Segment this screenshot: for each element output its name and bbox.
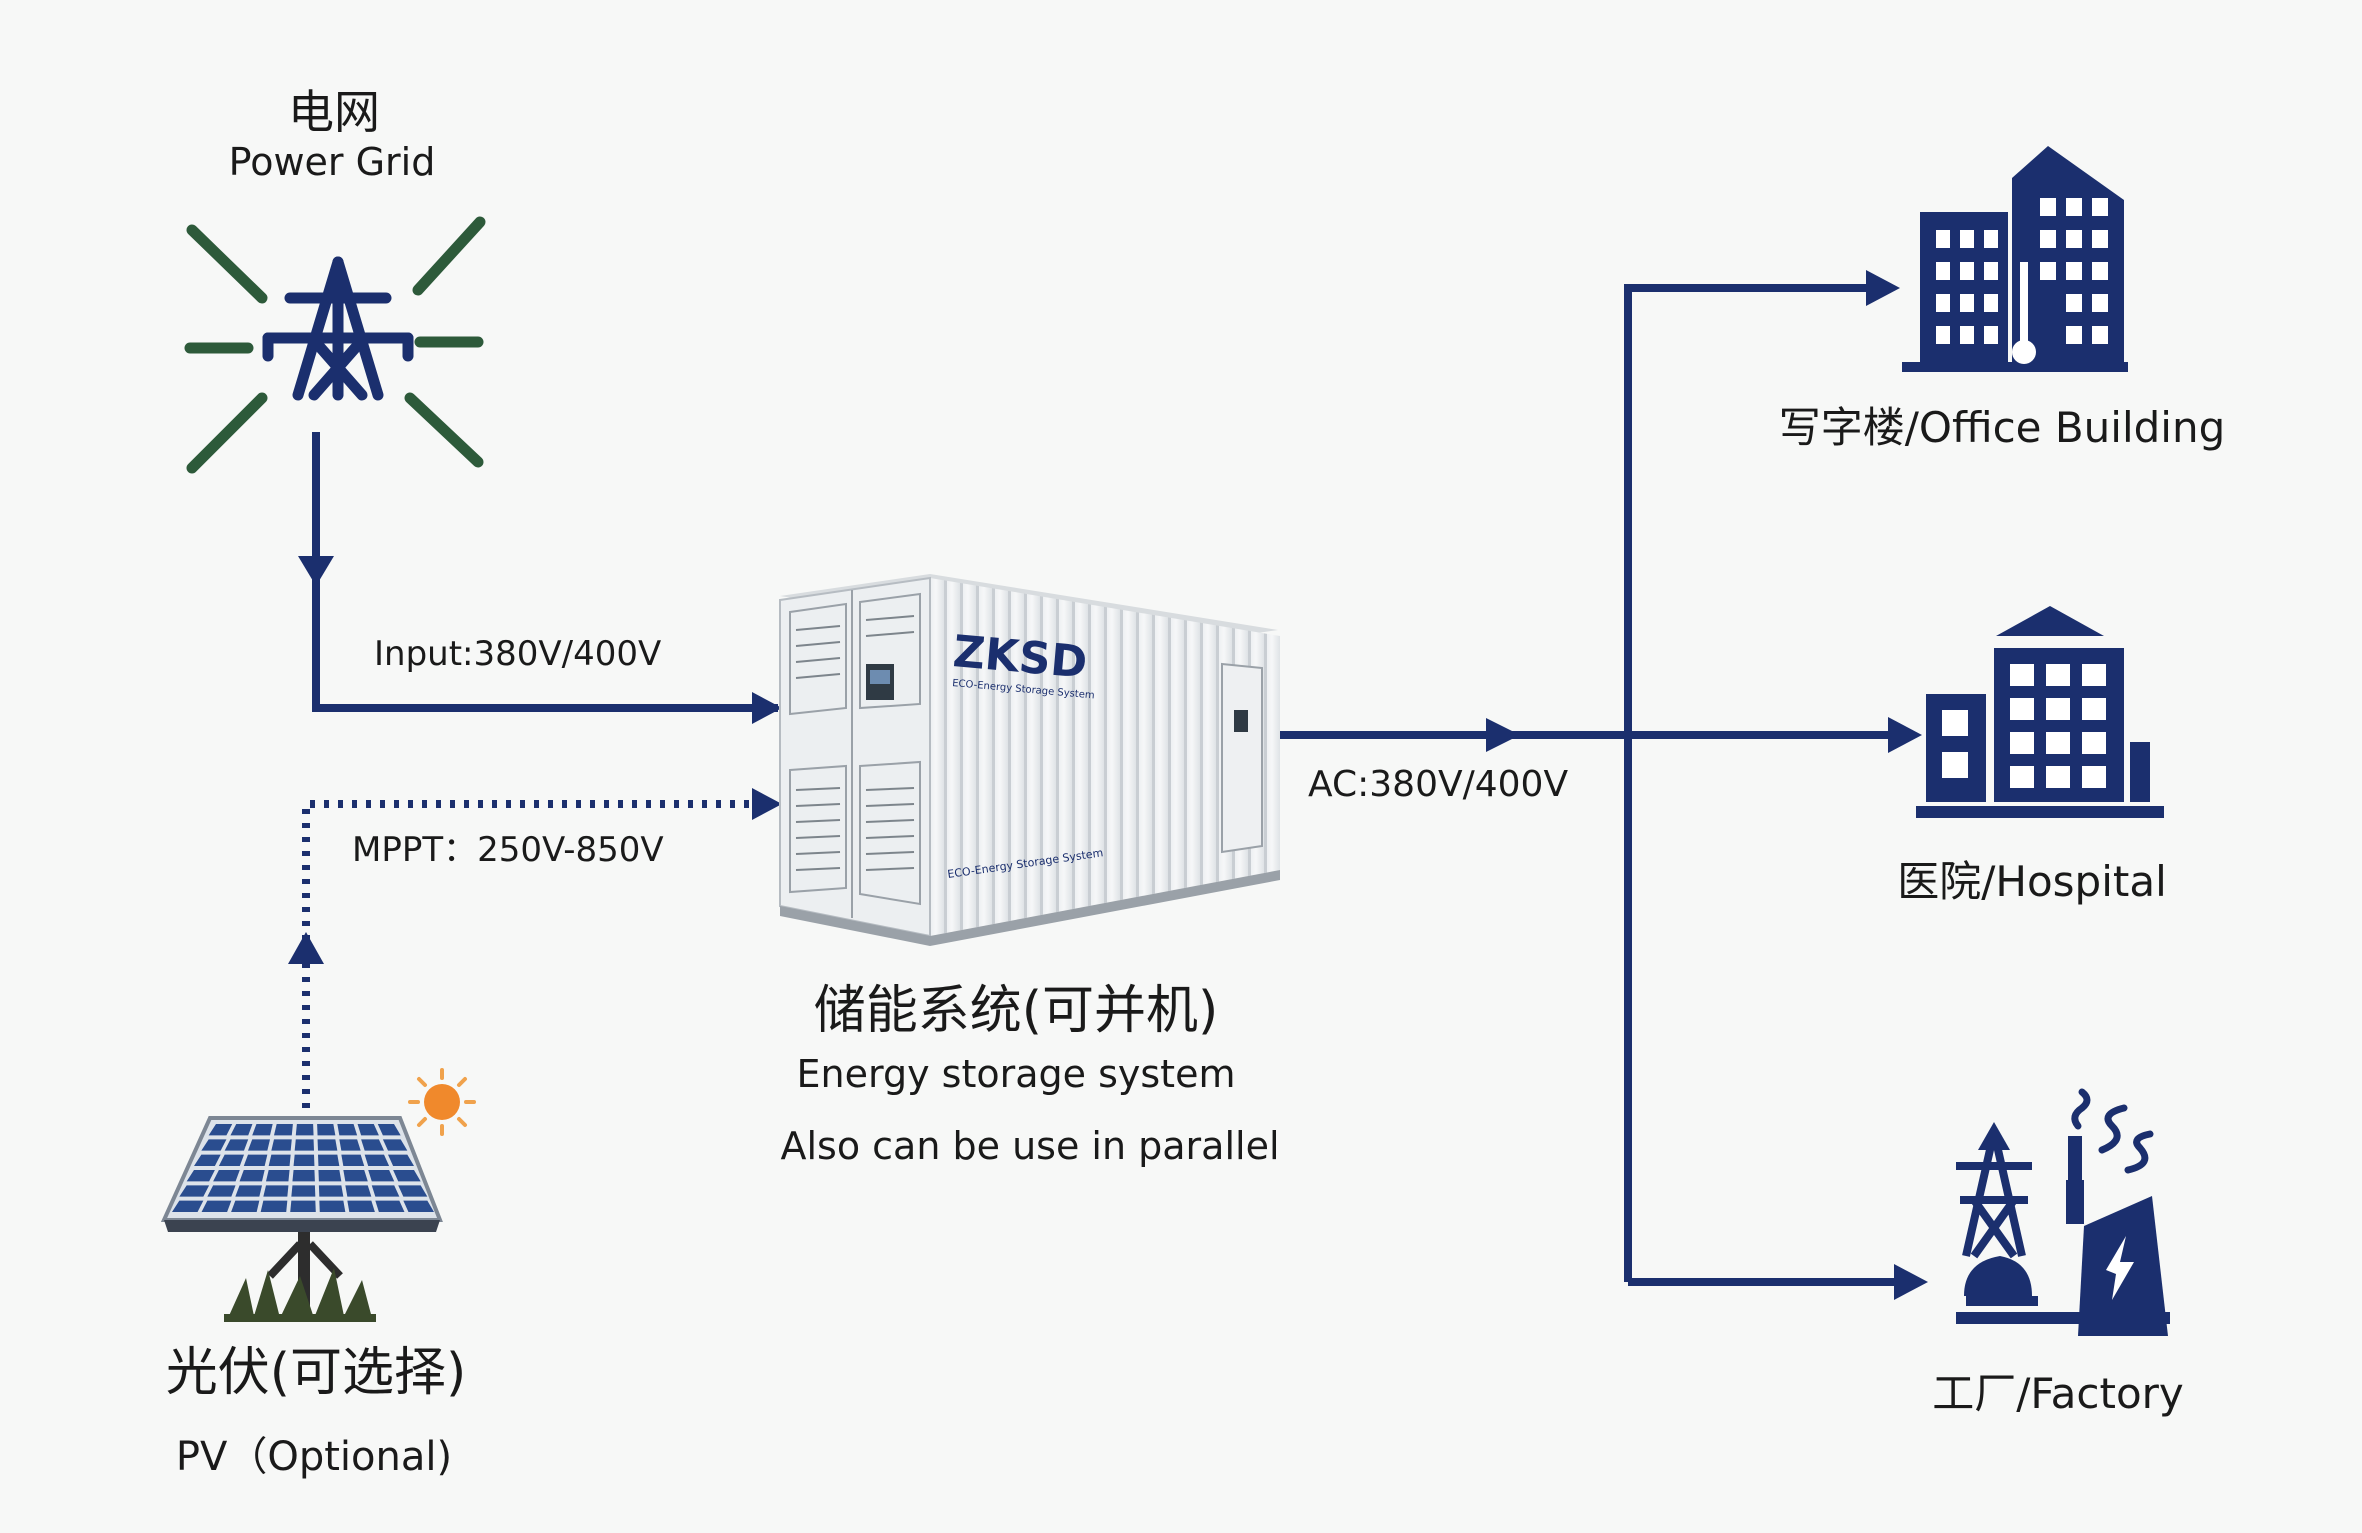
- sun-icon: [408, 1068, 476, 1136]
- pv-title-en: PV（Optional): [175, 1434, 453, 1480]
- ess-subtitle-line2: Also can be use in parallel: [780, 1124, 1280, 1168]
- office-building-label: 写字楼/Office Building: [1778, 403, 2226, 452]
- factory-label: 工厂/Factory: [1932, 1369, 2184, 1418]
- hospital-icon: [1916, 606, 2164, 818]
- ess-brand-logo: ZKSD: [951, 626, 1089, 689]
- grid-title-en: Power Grid: [228, 140, 436, 184]
- ac-output-label: AC:380V/400V: [1308, 764, 1569, 805]
- input-voltage-label: Input:380V/400V: [374, 634, 662, 674]
- pv-title-cn: 光伏(可选择): [165, 1343, 467, 1403]
- output-line: [1278, 284, 1898, 1286]
- factory-icon: [1956, 1088, 2170, 1336]
- hospital-label: 医院/Hospital: [1897, 857, 2167, 906]
- ess-title-cn: 储能系统(可并机): [813, 981, 1219, 1041]
- grid-title-cn: 电网: [288, 85, 380, 139]
- mppt-voltage-label: MPPT：250V-850V: [352, 830, 664, 870]
- mppt-line: [288, 788, 782, 1108]
- input-line: [298, 432, 782, 724]
- ess-subtitle-line1: Energy storage system: [796, 1052, 1236, 1096]
- solar-panel-icon: [160, 1116, 443, 1322]
- energy-storage-container: [779, 574, 1280, 946]
- transmission-tower-icon: [184, 216, 486, 474]
- office-building-icon: [1902, 146, 2128, 372]
